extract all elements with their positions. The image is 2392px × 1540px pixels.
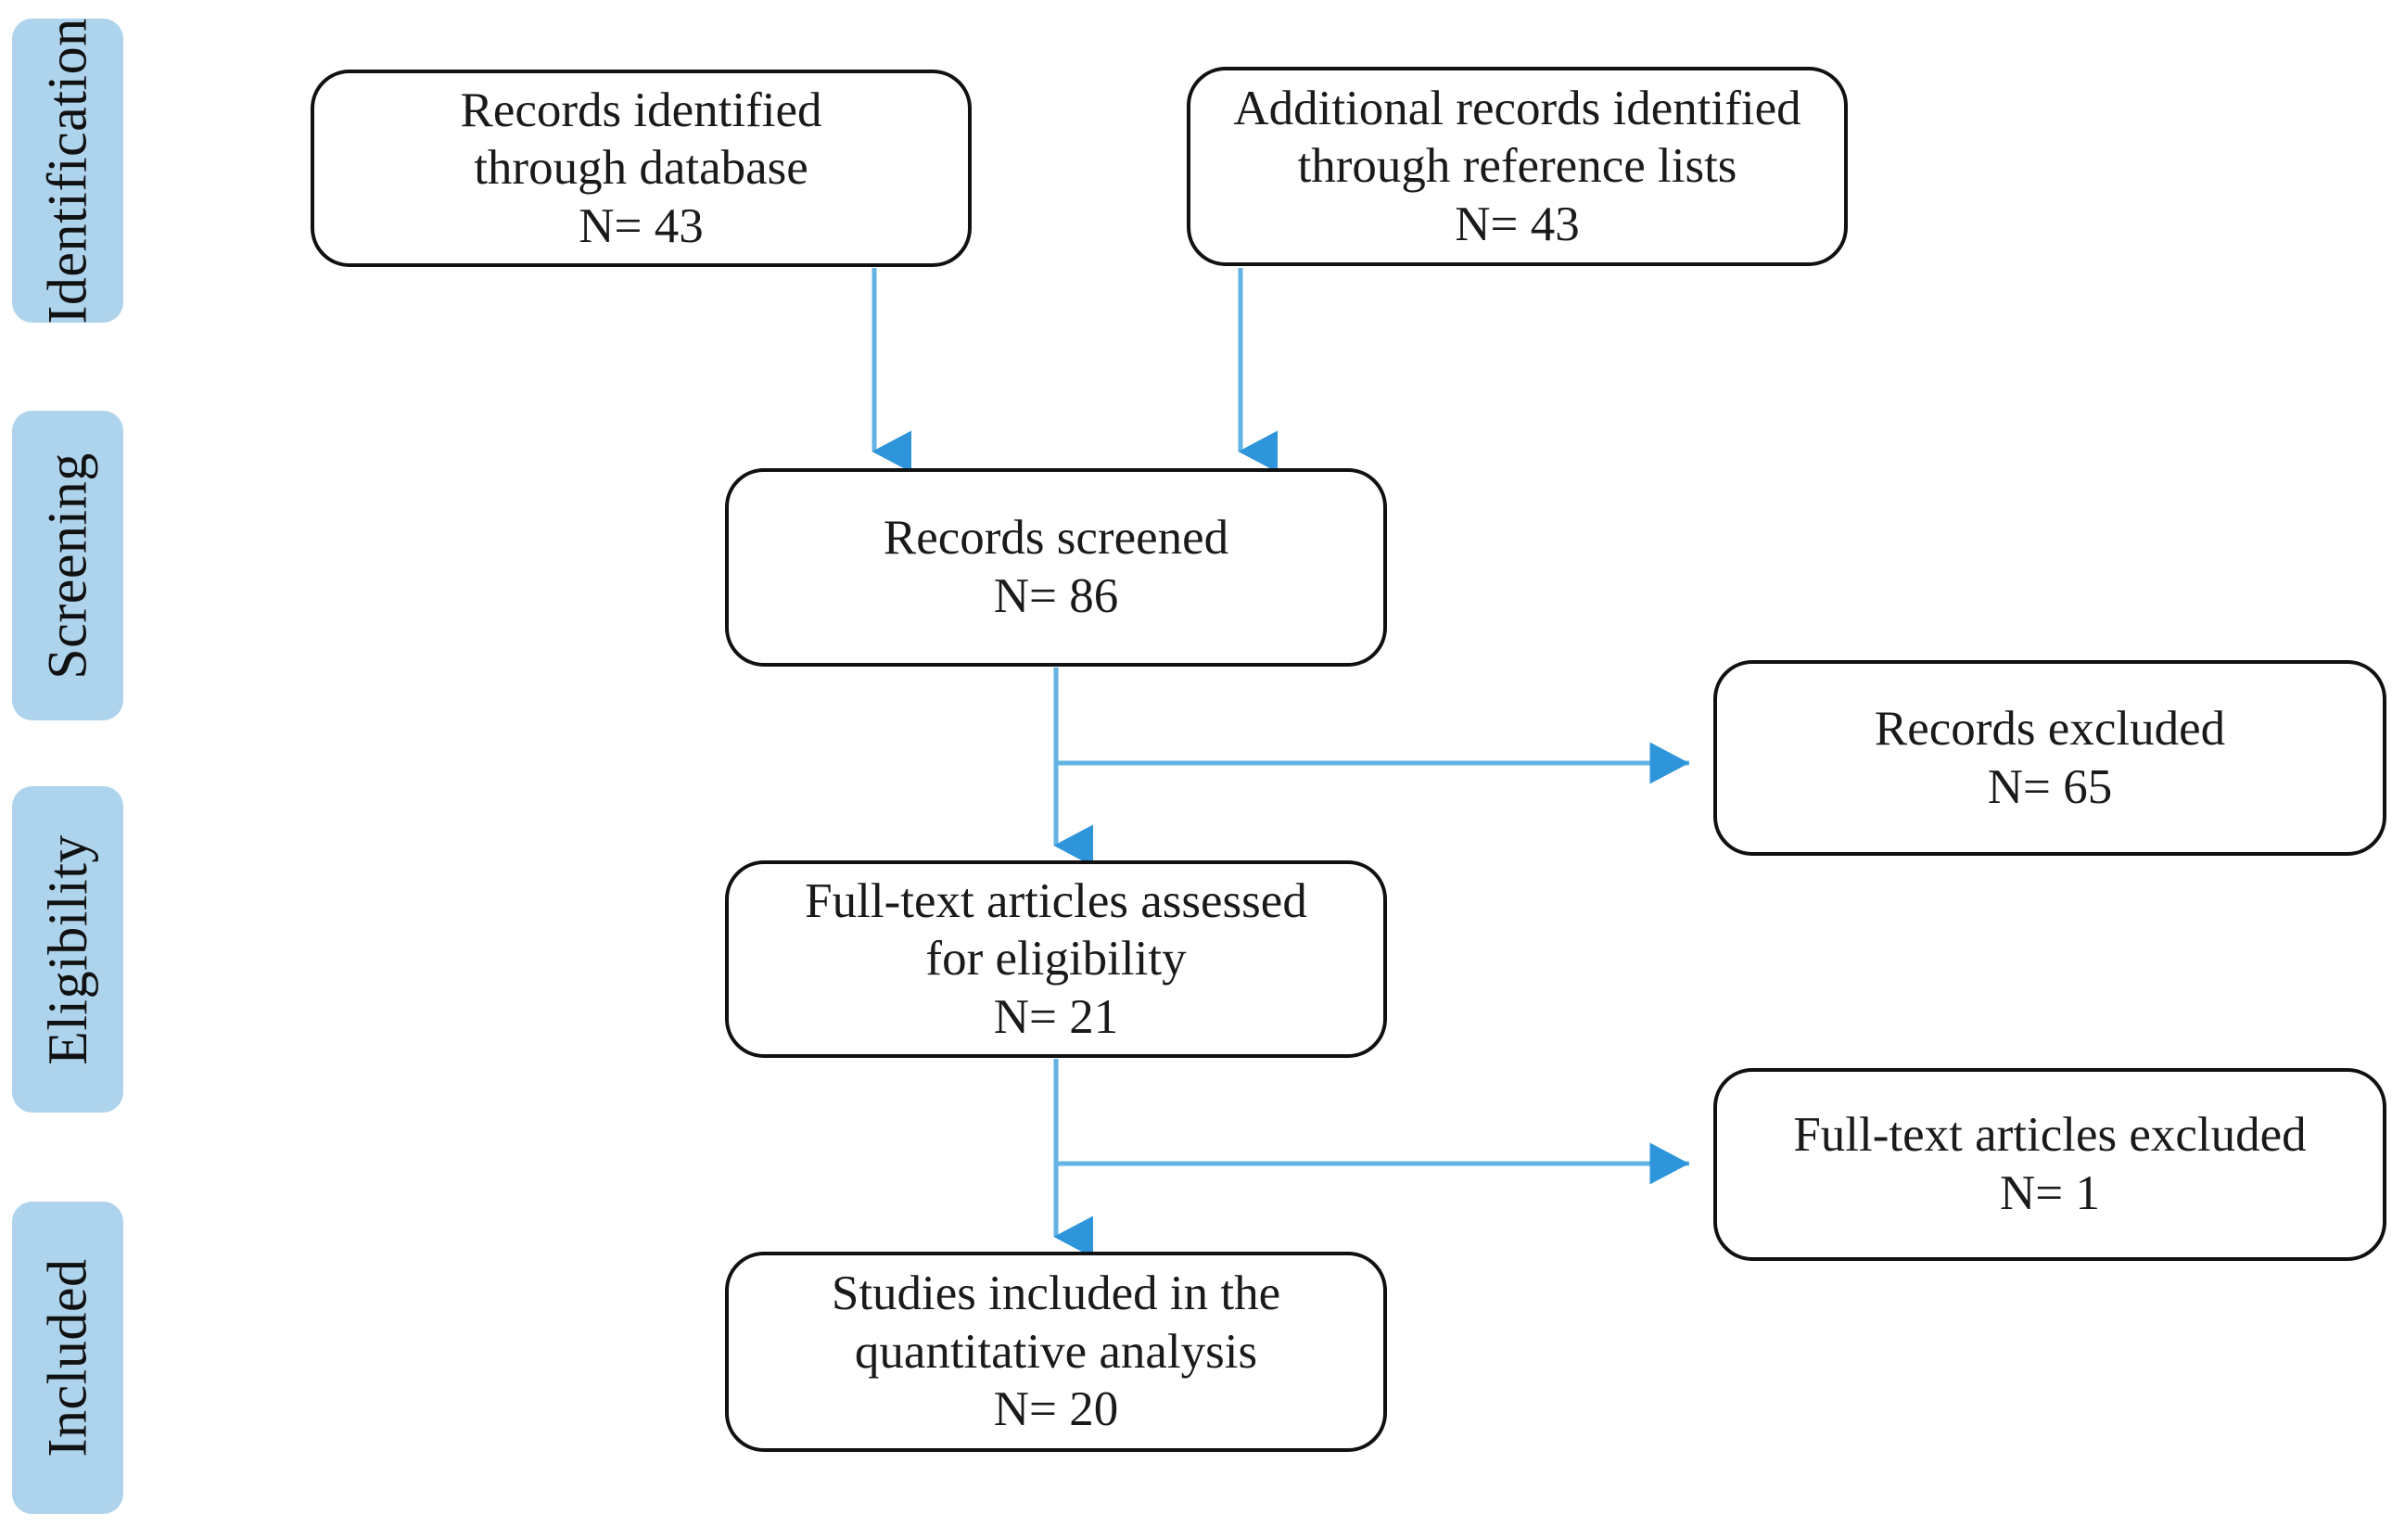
box-additional-records-reference-lists: Additional records identified through re… — [1187, 67, 1848, 266]
stage-bar-identification: Identification — [12, 17, 123, 325]
box-additional-records-reference-lists-text: Additional records identified through re… — [1233, 81, 1801, 251]
box-records-screened: Records screened N= 86 — [725, 468, 1387, 667]
stage-bar-eligibility: Eligibility — [12, 786, 123, 1113]
box-full-text-assessed: Full-text articles assessed for eligibil… — [725, 860, 1387, 1058]
stage-label-screening: Screening — [36, 452, 98, 680]
box-records-excluded-text: Records excluded N= 65 — [1874, 701, 2226, 814]
stage-label-eligibility: Eligibility — [36, 834, 98, 1065]
stage-label-included: Included — [36, 1258, 98, 1457]
box-records-screened-text: Records screened N= 86 — [883, 511, 1229, 623]
stage-bar-included: Included — [12, 1202, 123, 1514]
box-records-identified-database: Records identified through database N= 4… — [311, 70, 972, 267]
box-records-identified-database-text: Records identified through database N= 4… — [460, 83, 822, 253]
box-full-text-assessed-text: Full-text articles assessed for eligibil… — [805, 873, 1307, 1044]
box-full-text-excluded-text: Full-text articles excluded N= 1 — [1793, 1108, 2307, 1220]
box-full-text-excluded: Full-text articles excluded N= 1 — [1713, 1068, 2386, 1261]
box-records-excluded: Records excluded N= 65 — [1713, 660, 2386, 856]
stage-label-identification: Identification — [36, 17, 98, 325]
stage-bar-screening: Screening — [12, 411, 123, 720]
box-studies-included-text: Studies included in the quantitative ana… — [831, 1266, 1281, 1437]
box-studies-included: Studies included in the quantitative ana… — [725, 1252, 1387, 1452]
